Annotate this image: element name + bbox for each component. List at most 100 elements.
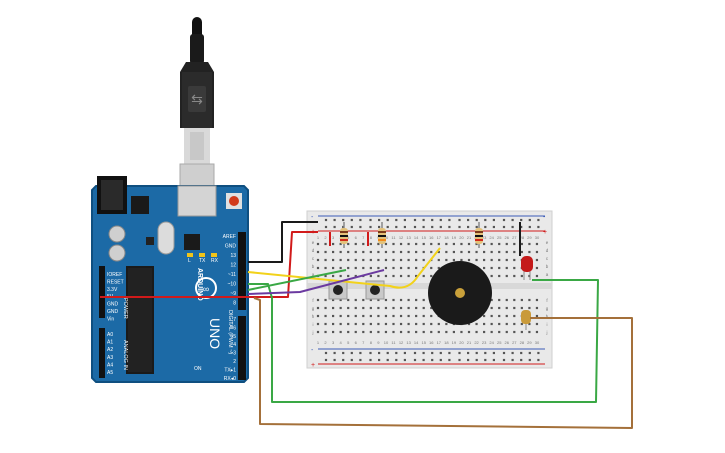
column-label: 18 [444,235,449,240]
column-label: 20 [459,340,464,345]
column-label: 27 [512,235,517,240]
column-label: 17 [437,235,442,240]
pin-label: ~3 [230,351,236,357]
row-label: e [546,240,549,245]
arduino-uno[interactable]: ∞ [91,176,249,383]
column-label: 4 [340,340,343,345]
pin-label: GND [107,302,119,308]
column-label: 6 [355,235,358,240]
column-label: 14 [414,340,419,345]
pin-label: ~9 [230,291,236,297]
column-label: 5 [347,340,350,345]
arduino-logo: ARDUINO [196,268,203,301]
wire-yellow [247,247,441,289]
column-label: 23 [482,340,487,345]
column-label: 15 [421,340,426,345]
power-label: POWER [122,298,128,319]
pin-label: A5 [107,370,113,376]
pin-label: 8 [233,301,236,307]
column-label: 29 [527,340,532,345]
column-label: 1 [317,340,320,345]
column-label: 27 [512,340,517,345]
column-label: 10 [384,235,389,240]
pin-label: ~5 [230,334,236,340]
column-label: 5 [347,235,350,240]
column-label: 1 [317,235,320,240]
pin-label: 2 [233,359,236,365]
row-label: c [546,256,549,261]
wire-purple [247,269,385,295]
row-label: b [546,264,549,269]
pin-label: A0 [107,332,113,338]
row-label: c [312,256,315,261]
pin-label: 4 [233,342,236,348]
pin-label: 3.3V [107,287,118,293]
resistor[interactable] [340,222,348,248]
photoresistor[interactable] [521,310,531,330]
rail-plus-top-right: + [543,229,547,236]
rail-plus-bottom: + [311,362,315,369]
led-label-on: ON [194,366,202,372]
column-label: 30 [535,235,540,240]
pin-label: GND [107,309,119,315]
column-label: 3 [332,340,335,345]
column-label: 28 [520,235,525,240]
column-label: 24 [489,340,494,345]
pin-label: TX▸1 [224,367,236,373]
column-label: 2 [324,235,327,240]
rail-minus-top-right: - [543,214,546,221]
column-label: 17 [437,340,442,345]
analog-label: ANALOG IN [122,340,128,370]
row-label: d [546,248,549,253]
column-label: 22 [474,340,479,345]
piezo-buzzer[interactable] [428,261,492,325]
column-label: 29 [527,235,532,240]
pin-label: ~6 [230,325,236,331]
column-label: 12 [399,235,404,240]
resistor[interactable] [475,222,483,248]
column-label: 25 [497,235,502,240]
column-label: 26 [505,235,510,240]
column-label: 21 [467,235,472,240]
column-label: 8 [370,235,373,240]
column-label: 16 [429,340,434,345]
column-label: 9 [377,340,380,345]
column-label: 11 [391,235,396,240]
led-label-tx: TX [199,258,206,264]
pin-label: 13 [230,253,236,259]
row-label: f [312,298,314,303]
pin-label: RESET [107,279,124,285]
column-label: 12 [399,340,404,345]
row-label: d [312,248,315,253]
pin-label: GND [225,244,237,250]
column-label: 2 [324,340,327,345]
wire-black [248,221,318,263]
breadboard-column-labels: 1122334455667788991010111112121313141415… [317,235,540,345]
row-label: e [312,240,315,245]
column-label: 24 [489,235,494,240]
svg-text:∞: ∞ [203,284,209,294]
column-label: 21 [467,340,472,345]
column-label: 20 [459,235,464,240]
usb-cable[interactable]: ⇆ [179,17,215,213]
pin-label: ~11 [228,272,236,278]
row-label: h [312,314,315,319]
row-label: g [546,306,549,311]
row-label: b [312,264,315,269]
row-label: a [312,272,315,277]
rail-minus-bottom: - [311,347,314,354]
column-label: 19 [452,235,457,240]
wire-red [100,231,318,298]
wire-green [247,269,347,291]
resistor[interactable] [378,222,386,248]
row-label: g [312,306,315,311]
column-label: 23 [482,235,487,240]
column-label: 25 [497,340,502,345]
row-label: i [313,322,314,327]
column-label: 7 [362,340,365,345]
row-label: a [546,272,549,277]
red-led[interactable] [521,256,533,280]
